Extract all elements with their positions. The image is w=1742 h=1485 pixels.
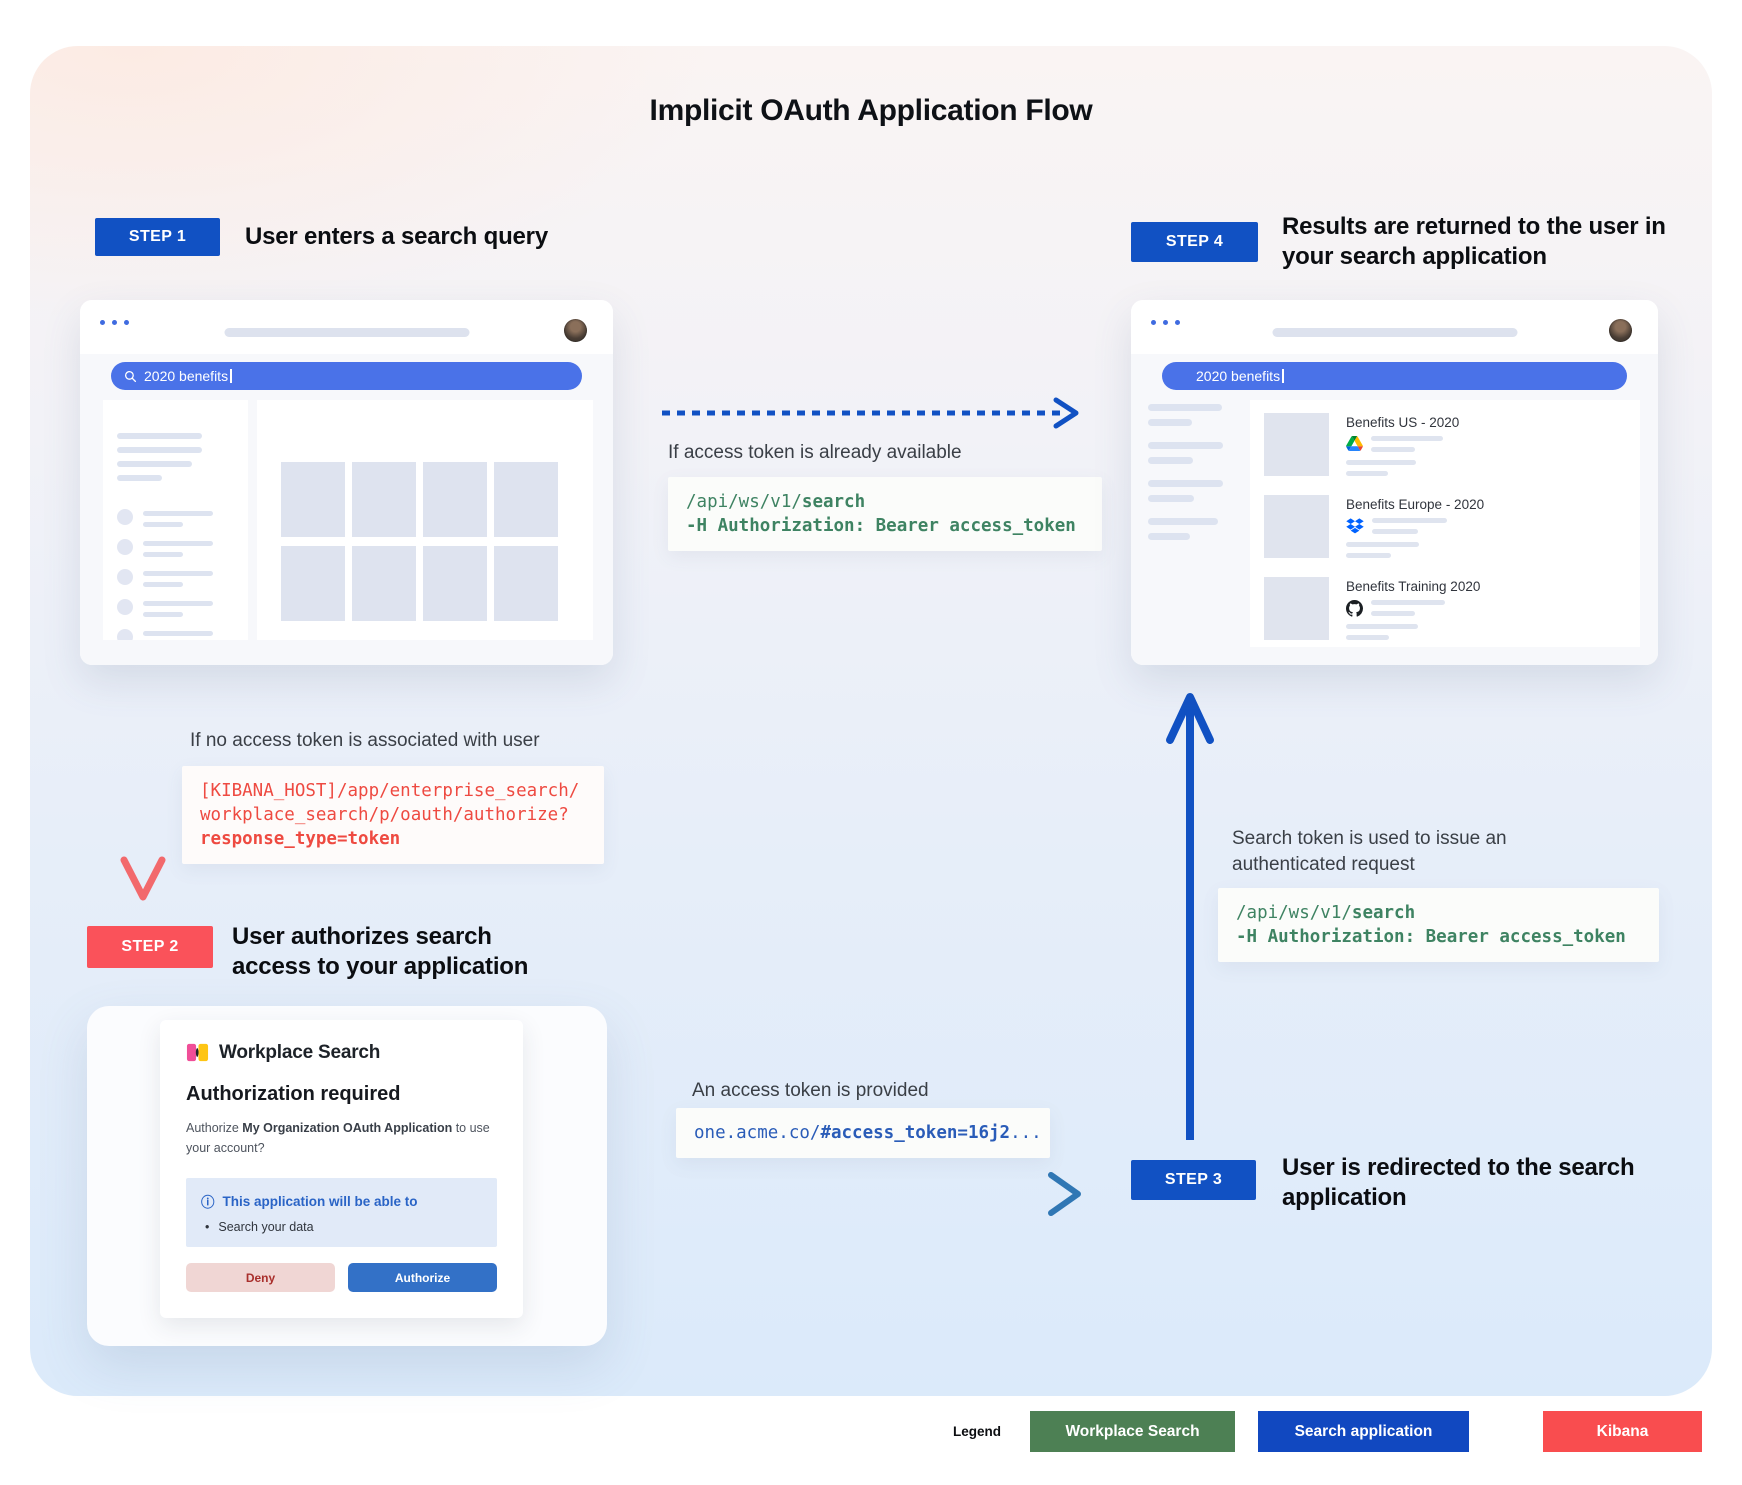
code-api-request-2: /api/ws/v1/search -H Authorization: Bear… <box>1218 888 1659 963</box>
url-bar-placeholder <box>224 328 469 337</box>
step4-heading: Results are returned to the user in your… <box>1282 213 1666 270</box>
browser-window-step4: 2020 benefits Benefits US - 2020 <box>1131 300 1658 665</box>
step4-badge: STEP 4 <box>1131 222 1258 262</box>
arrow-no-token <box>120 688 166 901</box>
note-token-provided: An access token is provided <box>692 1080 929 1101</box>
dialog-app-name: Workplace Search <box>219 1041 381 1063</box>
skeleton-circle <box>117 509 133 525</box>
dropbox-icon <box>1346 518 1364 534</box>
note-auth-request: Search token is used to issue an authent… <box>1232 828 1507 875</box>
search-icon <box>124 370 137 382</box>
legend-label: Legend <box>953 1424 1002 1439</box>
skeleton-lines <box>103 400 248 481</box>
skeleton-grid <box>281 462 558 621</box>
text-cursor <box>230 369 232 383</box>
arrow-authenticated-request <box>1166 693 1214 1140</box>
code-api-request: /api/ws/v1/search -H Authorization: Bear… <box>668 477 1102 552</box>
step2-badge: STEP 2 <box>87 926 213 968</box>
result-thumbnail <box>1264 495 1329 558</box>
search-query-text: 2020 benefits <box>1196 368 1281 384</box>
step3-badge: STEP 3 <box>1131 1160 1256 1200</box>
step3-heading: User is redirected to the search applica… <box>1282 1154 1635 1211</box>
step1-heading: User enters a search query <box>245 223 548 250</box>
browser-chrome <box>1131 300 1658 354</box>
skeleton-list <box>103 489 248 640</box>
results-panel: Benefits US - 2020 <box>1250 400 1640 647</box>
workplace-search-logo-icon <box>186 1043 209 1062</box>
page-title: Implicit OAuth Application Flow <box>649 94 1093 127</box>
scope-title: This application will be able to <box>222 1193 418 1209</box>
google-drive-icon <box>1346 436 1363 451</box>
content-skeleton-panel <box>257 400 593 640</box>
skeleton-circle <box>117 569 133 585</box>
skeleton-circle <box>117 539 133 555</box>
scope-item: •Search your data <box>205 1220 314 1234</box>
authorize-button[interactable]: Authorize <box>348 1263 497 1292</box>
dialog-body-text: Authorize My Organization OAuth Applicat… <box>186 1121 490 1155</box>
user-avatar <box>1609 319 1632 342</box>
search-input[interactable]: 2020 benefits <box>111 362 582 390</box>
dialog-backdrop-card: Workplace Search Authorization required … <box>87 1006 607 1346</box>
deny-button[interactable]: Deny <box>186 1263 335 1292</box>
result-item[interactable]: Benefits Training 2020 <box>1250 564 1640 646</box>
browser-content: 2020 benefits <box>80 354 613 665</box>
result-title: Benefits Training 2020 <box>1346 579 1481 594</box>
browser-window-step1: 2020 benefits <box>80 300 613 665</box>
result-thumbnail <box>1264 577 1329 640</box>
dialog-scope-box: ⓘ This application will be able to •Sear… <box>186 1178 497 1247</box>
code-redirect-url: one.acme.co/#access_token=16j2... <box>676 1108 1050 1159</box>
browser-content: 2020 benefits Benefits US - 2020 <box>1131 354 1658 665</box>
arrow-token-available <box>662 397 1079 429</box>
step1-badge: STEP 1 <box>95 218 220 256</box>
legend-workplace-search: Workplace Search <box>1030 1411 1235 1452</box>
search-query-text: 2020 benefits <box>144 368 229 384</box>
result-item[interactable]: Benefits US - 2020 <box>1250 400 1640 482</box>
window-controls-dots <box>100 320 129 325</box>
authorization-dialog: Workplace Search Authorization required … <box>160 1020 523 1318</box>
sidebar-skeleton-panel <box>103 400 248 640</box>
user-avatar <box>564 319 587 342</box>
code-kibana-authorize: [KIBANA_HOST]/app/enterprise_search/ wor… <box>182 766 604 865</box>
step2-heading: User authorizes search access to your ap… <box>232 923 529 980</box>
result-item[interactable]: Benefits Europe - 2020 <box>1250 482 1640 564</box>
url-bar-placeholder <box>1272 328 1517 337</box>
sidebar-skeleton <box>1148 404 1223 556</box>
skeleton-circle <box>117 629 133 640</box>
note-no-token: If no access token is associated with us… <box>190 730 540 751</box>
text-cursor <box>1282 369 1284 383</box>
result-title: Benefits US - 2020 <box>1346 415 1460 430</box>
arrow-redirect <box>663 1172 1081 1216</box>
search-input[interactable]: 2020 benefits <box>1162 362 1627 390</box>
github-icon <box>1346 600 1363 617</box>
info-icon: ⓘ <box>201 1195 215 1210</box>
dialog-heading: Authorization required <box>186 1083 401 1105</box>
skeleton-circle <box>117 599 133 615</box>
note-token-available: If access token is already available <box>668 442 962 463</box>
window-controls-dots <box>1151 320 1180 325</box>
legend-kibana: Kibana <box>1543 1411 1702 1452</box>
browser-chrome <box>80 300 613 354</box>
result-thumbnail <box>1264 413 1329 476</box>
result-title: Benefits Europe - 2020 <box>1346 497 1485 512</box>
legend-search-application: Search application <box>1258 1411 1469 1452</box>
